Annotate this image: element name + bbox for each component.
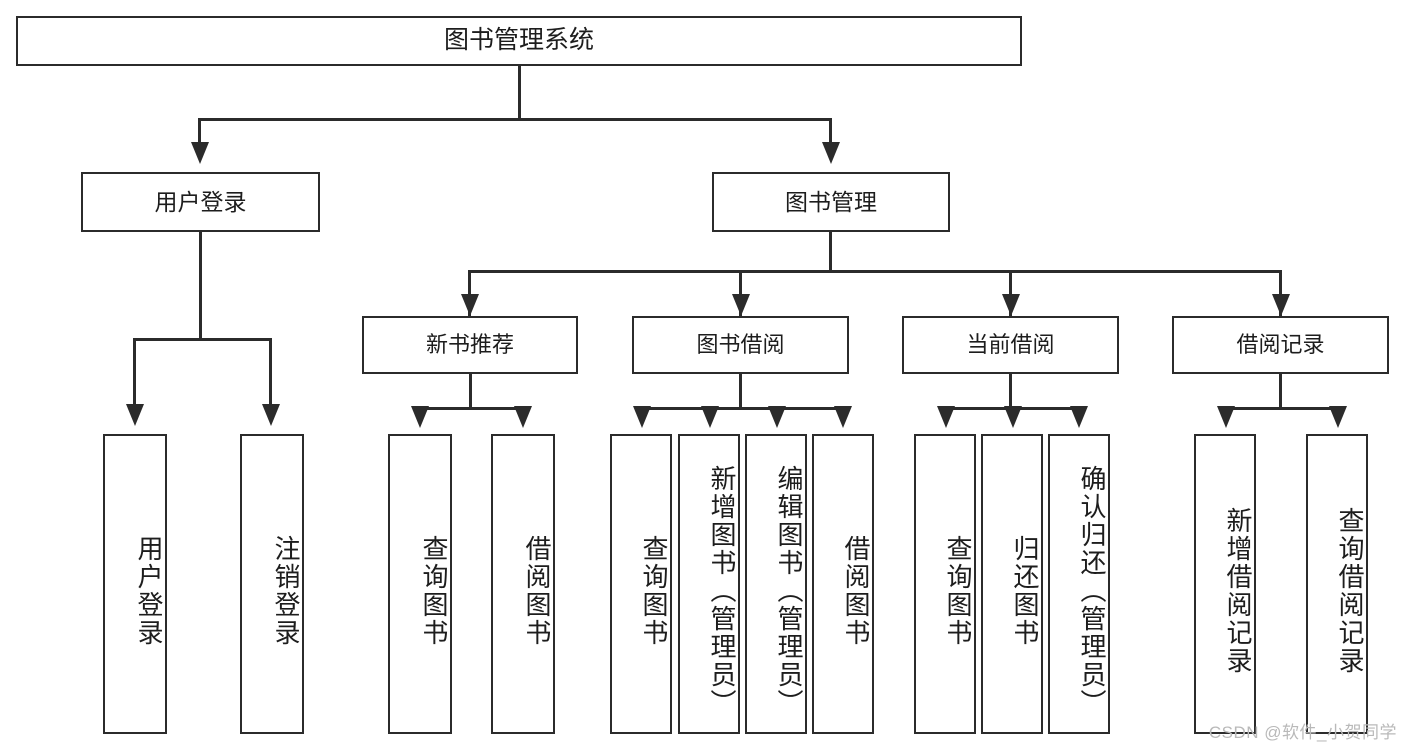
node-label: 确认归还（管理员） (1077, 465, 1107, 717)
node-borrow-record[interactable]: 借阅记录 (1172, 316, 1389, 374)
connector-book-mgmt-bar (468, 270, 1282, 273)
node-root-system[interactable]: 图书管理系统 (16, 16, 1022, 66)
connector-new-book-stem (469, 374, 472, 410)
node-label: 编辑图书（管理员） (774, 465, 804, 717)
leaf-current-borrow-0[interactable]: 查询图书 (914, 434, 976, 734)
node-book-management[interactable]: 图书管理 (712, 172, 950, 232)
node-label: 新增借阅记录 (1223, 507, 1253, 675)
connector-user-login-bar (133, 338, 271, 341)
node-label: 查询图书 (639, 535, 669, 647)
connector-borrow-book-bar (640, 407, 843, 410)
connector-root-to-user-login (198, 118, 201, 145)
leaf-new-book-0[interactable]: 查询图书 (388, 434, 452, 734)
node-label: 借阅图书 (522, 535, 552, 647)
leaf-borrow-book-0[interactable]: 查询图书 (610, 434, 672, 734)
arrow-user-login-leaf-1 (262, 404, 280, 426)
connector-book-mgmt-stem (829, 232, 832, 272)
connector-user-login-to-leaf-0 (133, 338, 136, 406)
connector-user-login-stem (199, 232, 202, 340)
arrow-book-mgmt-borrow-book (732, 294, 750, 316)
leaf-borrow-record-0[interactable]: 新增借阅记录 (1194, 434, 1256, 734)
node-label: 用户登录 (134, 535, 164, 647)
connector-book-mgmt-to-borrow-book (739, 270, 742, 316)
leaf-current-borrow-2[interactable]: 确认归还（管理员） (1048, 434, 1110, 734)
node-label: 新书推荐 (425, 332, 514, 358)
connector-current-borrow-stem (1009, 374, 1012, 410)
node-label: 查询图书 (943, 535, 973, 647)
node-label: 借阅图书 (841, 535, 871, 647)
arrow-current-borrow-leaf-1 (1004, 406, 1022, 428)
connector-root-to-book-mgmt (829, 118, 832, 145)
arrow-user-login-leaf-0 (126, 404, 144, 426)
node-label: 查询图书 (419, 535, 449, 647)
node-label: 用户登录 (154, 188, 247, 215)
arrow-new-book-leaf-0 (411, 406, 429, 428)
leaf-user-login-0[interactable]: 用户登录 (103, 434, 167, 734)
connector-user-login-to-leaf-1 (269, 338, 272, 406)
connector-new-book-bar (418, 407, 524, 410)
node-label: 借阅记录 (1236, 332, 1325, 358)
node-new-book-recommend[interactable]: 新书推荐 (362, 316, 578, 374)
arrow-borrow-record-leaf-1 (1329, 406, 1347, 428)
connector-book-mgmt-to-new-book (468, 270, 471, 316)
node-user-login[interactable]: 用户登录 (81, 172, 320, 232)
arrow-borrow-record-leaf-0 (1217, 406, 1235, 428)
arrow-book-mgmt-borrow-record (1272, 294, 1290, 316)
leaf-current-borrow-1[interactable]: 归还图书 (981, 434, 1043, 734)
connector-root-stem (518, 66, 521, 118)
arrow-book-mgmt-new-book (461, 294, 479, 316)
arrow-current-borrow-leaf-0 (937, 406, 955, 428)
connector-borrow-book-stem (739, 374, 742, 410)
node-current-borrow[interactable]: 当前借阅 (902, 316, 1119, 374)
connector-book-mgmt-to-borrow-record (1279, 270, 1282, 316)
node-label: 查询借阅记录 (1335, 507, 1365, 675)
node-label: 图书借阅 (696, 332, 785, 358)
leaf-borrow-record-1[interactable]: 查询借阅记录 (1306, 434, 1368, 734)
node-label: 图书管理 (785, 188, 877, 215)
node-book-borrow[interactable]: 图书借阅 (632, 316, 849, 374)
arrow-borrow-book-leaf-1 (701, 406, 719, 428)
leaf-user-login-1[interactable]: 注销登录 (240, 434, 304, 734)
connector-borrow-record-bar (1224, 407, 1339, 410)
leaf-borrow-book-2[interactable]: 编辑图书（管理员） (745, 434, 807, 734)
arrow-borrow-book-leaf-2 (768, 406, 786, 428)
node-label: 当前借阅 (966, 332, 1055, 358)
arrow-borrow-book-leaf-0 (633, 406, 651, 428)
node-label: 归还图书 (1010, 535, 1040, 647)
arrow-current-borrow-leaf-2 (1070, 406, 1088, 428)
node-label: 注销登录 (271, 535, 301, 647)
leaf-borrow-book-3[interactable]: 借阅图书 (812, 434, 874, 734)
arrow-borrow-book-leaf-3 (834, 406, 852, 428)
node-label: 新增图书（管理员） (707, 465, 737, 717)
connector-root-bar (198, 118, 831, 121)
connector-book-mgmt-to-current-borrow (1009, 270, 1012, 316)
connector-borrow-record-stem (1279, 374, 1282, 410)
arrow-root-to-book-mgmt (822, 142, 840, 164)
arrow-root-to-user-login (191, 142, 209, 164)
node-label: 图书管理系统 (443, 26, 594, 55)
arrow-book-mgmt-current-borrow (1002, 294, 1020, 316)
arrow-new-book-leaf-1 (514, 406, 532, 428)
leaf-new-book-1[interactable]: 借阅图书 (491, 434, 555, 734)
leaf-borrow-book-1[interactable]: 新增图书（管理员） (678, 434, 740, 734)
